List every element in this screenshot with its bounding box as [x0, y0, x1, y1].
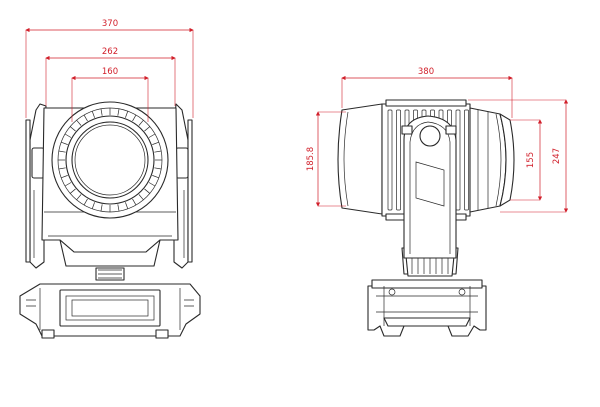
dim-160-label: 160 [102, 67, 118, 77]
side-yoke-arm [401, 115, 457, 259]
lens-fin [91, 111, 95, 118]
lens-fin [125, 111, 129, 118]
lens-fin [76, 194, 82, 201]
lens-fin [152, 175, 159, 179]
lens-fin [61, 141, 68, 145]
front-yoke [25, 103, 193, 269]
side-fin [464, 109, 469, 211]
lens-fin [154, 150, 162, 153]
side-fin [396, 109, 401, 211]
lens-fin [64, 133, 72, 138]
side-dimensions: 380 185.8 155 247 [306, 67, 569, 213]
front-dimensions: 370 262 160 [25, 19, 194, 122]
side-view [337, 99, 515, 337]
lens-fin [144, 126, 151, 132]
lens-fin [138, 194, 144, 201]
side-fin [387, 109, 393, 211]
lens-fin [117, 108, 120, 116]
dim-380-label: 380 [418, 67, 434, 77]
lens-fin [69, 126, 76, 132]
dim-262-label: 262 [102, 47, 118, 57]
front-view [19, 101, 201, 339]
lens-fin [58, 150, 66, 153]
dim-185-8-label: 185.8 [306, 147, 316, 171]
lens-fin [69, 188, 76, 194]
lens-fin [125, 202, 129, 209]
lens-fin [132, 198, 137, 206]
lens-fin [117, 204, 120, 212]
lens-fin [91, 202, 95, 209]
lens-fin [152, 141, 159, 145]
lens-fin [154, 167, 162, 170]
lens-fin [58, 167, 66, 170]
lens-fin [83, 198, 88, 206]
lens-fin [148, 133, 156, 138]
lens-fin [100, 108, 103, 116]
dim-155-label: 155 [526, 152, 536, 168]
lens-fin [61, 175, 68, 179]
lens-fin [132, 114, 137, 122]
front-lens [51, 101, 169, 219]
front-base [19, 283, 201, 339]
lens-fin [144, 188, 151, 194]
side-base [367, 279, 487, 337]
lens-fin [76, 119, 82, 126]
lens-fin [83, 114, 88, 122]
lens-fin [100, 204, 103, 212]
lens-fin [148, 182, 156, 187]
lens-fin [64, 182, 72, 187]
lens-fin [138, 119, 144, 126]
dim-247-label: 247 [552, 148, 562, 164]
dim-370-label: 370 [102, 19, 118, 29]
